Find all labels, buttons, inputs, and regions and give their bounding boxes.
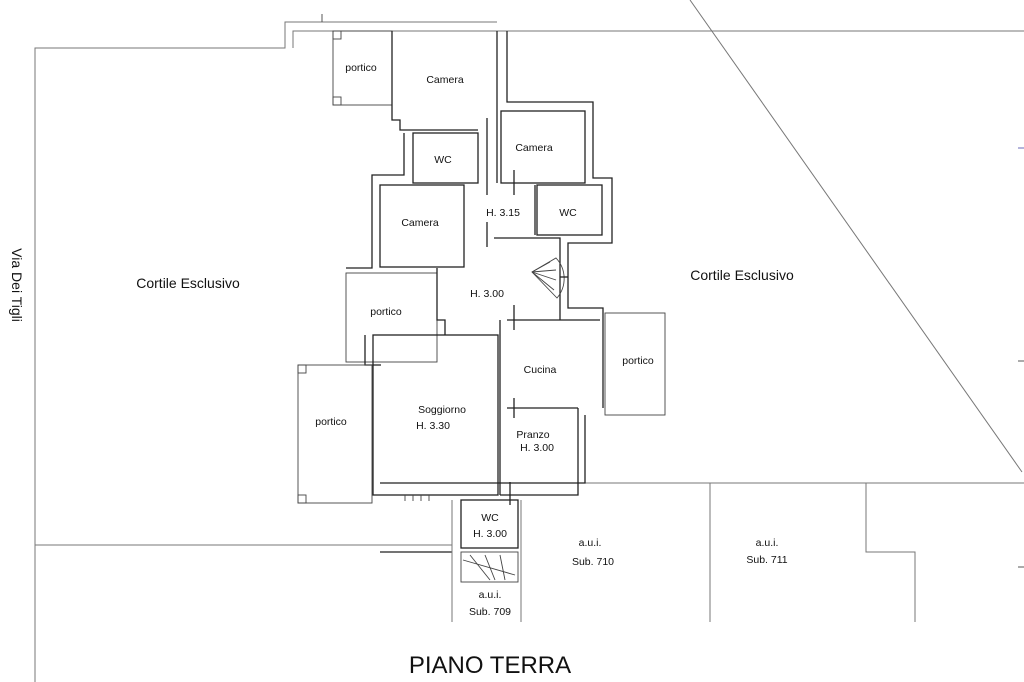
- room-portico-4: portico: [622, 355, 654, 367]
- unit-710-sub: Sub. 710: [572, 556, 614, 568]
- room-portico-2: portico: [370, 306, 402, 318]
- wc-3-height: H. 3.00: [473, 528, 507, 540]
- room-wc-1: WC: [434, 154, 452, 166]
- room-camera-3: Camera: [401, 217, 439, 229]
- courtyard-left-label: Cortile Esclusivo: [136, 275, 240, 291]
- room-wc-2: WC: [559, 207, 577, 219]
- room-portico-3: portico: [315, 416, 347, 428]
- plan-title: PIANO TERRA: [409, 652, 571, 679]
- pranzo-height: H. 3.00: [520, 442, 554, 454]
- courtyard-right-label: Cortile Esclusivo: [690, 267, 794, 283]
- disimpegno-height: H. 3.15: [486, 207, 520, 219]
- unit-711-label: a.u.i.: [756, 537, 779, 549]
- unit-709-label: a.u.i.: [479, 589, 502, 601]
- room-portico-1: portico: [345, 62, 377, 74]
- street-label: Via Dei Tigli: [9, 248, 25, 322]
- room-pranzo: Pranzo: [516, 429, 549, 441]
- unit-709-sub: Sub. 709: [469, 606, 511, 618]
- room-camera-1: Camera: [426, 74, 464, 86]
- site-boundaries: [34, 0, 1024, 682]
- room-soggiorno: Soggiorno: [418, 404, 466, 416]
- room-cucina: Cucina: [524, 364, 557, 376]
- building-walls: [297, 30, 666, 583]
- room-wc-3: WC: [481, 512, 499, 524]
- room-camera-2: Camera: [515, 142, 553, 154]
- unit-711-sub: Sub. 711: [746, 554, 787, 566]
- corridor-height: H. 3.00: [470, 288, 504, 300]
- spiral-staircase-icon: [531, 257, 568, 299]
- unit-710-label: a.u.i.: [579, 537, 602, 549]
- soggiorno-height: H. 3.30: [416, 420, 450, 432]
